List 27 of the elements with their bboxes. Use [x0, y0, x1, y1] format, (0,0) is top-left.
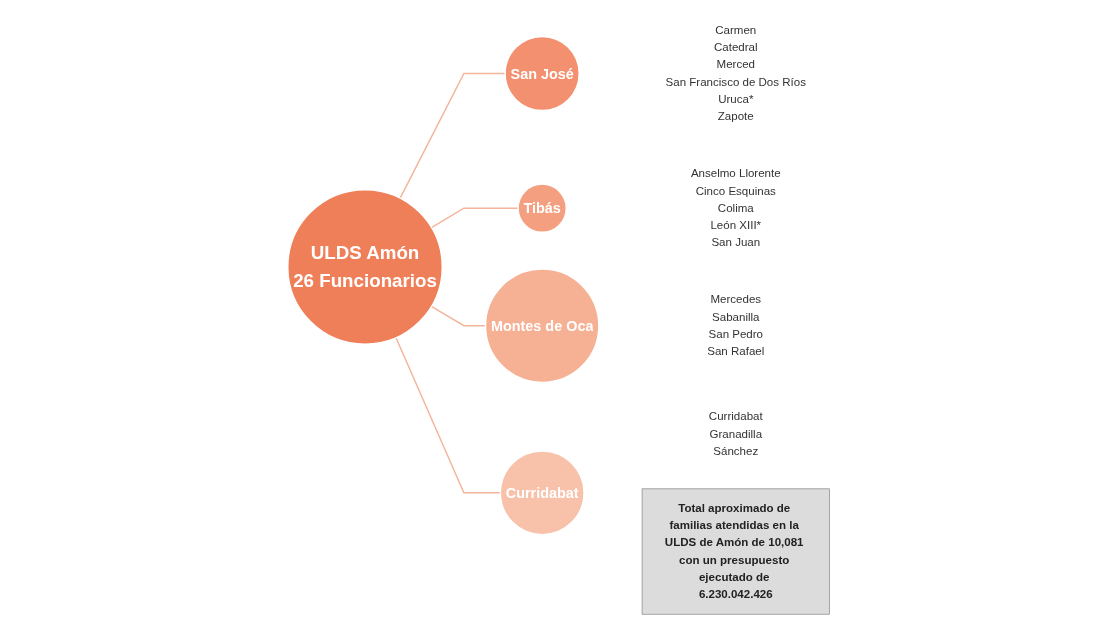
node-label: San Francisco de Dos Ríos	[665, 75, 806, 88]
node-label: Granadilla	[709, 427, 762, 440]
node-label: Catedral	[713, 41, 758, 54]
node-circle: Montes de Oca	[484, 268, 600, 384]
node-label: Mercedes	[710, 293, 761, 306]
connector	[395, 337, 501, 494]
node-label: Sabanilla	[711, 310, 760, 323]
connector	[430, 207, 519, 229]
node-label: Sánchez	[713, 444, 759, 458]
node-label: Uruca*	[718, 92, 754, 106]
node-label: Curridabat	[708, 410, 763, 423]
node-circle: San José	[504, 35, 580, 112]
node-label: Cinco Esquinas	[695, 184, 776, 197]
node-label: San Pedro	[708, 327, 763, 341]
connector	[399, 72, 506, 199]
node-label: San Rafael	[707, 345, 765, 358]
node-label: Merced	[716, 58, 755, 71]
node-label: Colima	[717, 201, 754, 214]
node-label: Anselmo Llorente	[690, 167, 781, 180]
node-box: Total aproximado de familias atendidas en la ULDS de Amón de 10,081 con un presupuesto ejecutado de 6.230.042.426	[641, 488, 830, 615]
node-circle: Curridabat	[499, 450, 585, 536]
node-circle: Tibás	[517, 183, 567, 234]
node-label: San Juan	[711, 236, 761, 249]
node-circle: ULDS Amón 26 Funcionarios	[286, 189, 443, 345]
node-label: Zapote	[717, 110, 754, 123]
node-label: Carmen	[715, 23, 757, 36]
node-label: León XIII*	[710, 219, 761, 232]
